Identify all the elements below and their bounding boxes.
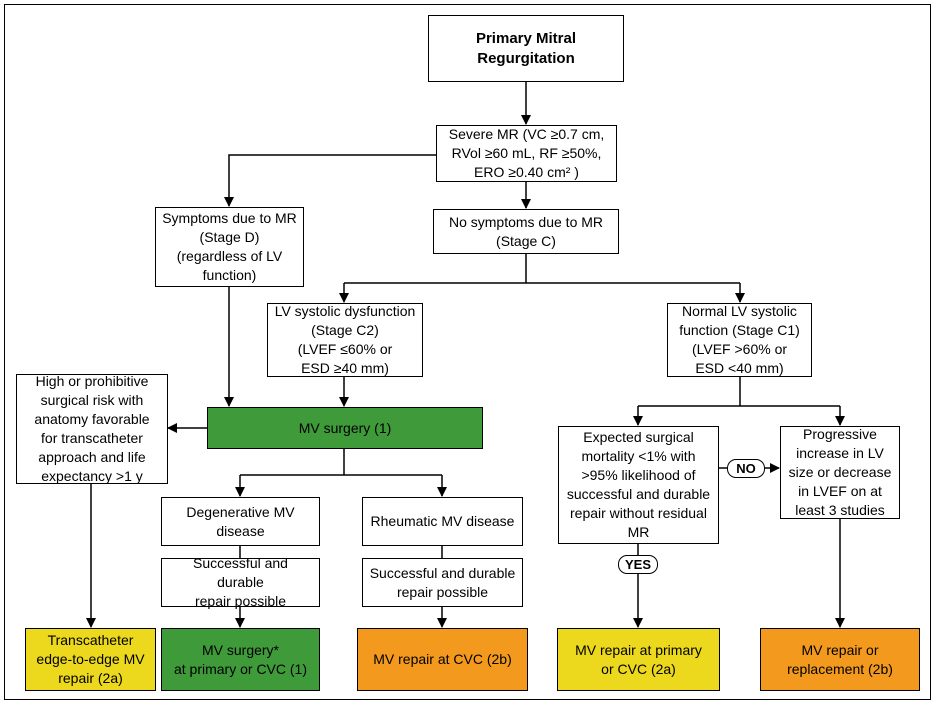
node-mv-surgery-star: MV surgery* at primary or CVC (1) [161,628,320,691]
node-normal-lv: Normal LV systolic function (Stage C1) (… [667,303,812,377]
node-rheumatic: Rheumatic MV disease [362,497,523,546]
node-repair-replace: MV repair or replacement (2b) [760,628,920,691]
node-repair-primary: MV repair at primary or CVC (2a) [557,628,720,691]
node-symptoms: Symptoms due to MR (Stage D) (regardless… [155,207,304,287]
node-primary-mr: Primary Mitral Regurgitation [428,15,624,82]
label-no: NO [727,459,765,478]
edge-severe-symptoms [224,154,436,207]
node-mv-surgery: MV surgery (1) [207,407,483,449]
node-progressive: Progressive increase in LV size or decre… [780,426,900,519]
label-yes: YES [618,555,658,574]
node-expected-mortality: Expected surgical mortality <1% with >95… [558,426,719,544]
node-high-risk: High or prohibitive surgical risk with a… [16,373,168,484]
node-lv-dysfunction: LV systolic dysfunction (Stage C2) (LVEF… [267,303,423,377]
node-repair-cvc: MV repair at CVC (2b) [357,628,528,691]
node-no-symptoms: No symptoms due to MR (Stage C) [433,209,619,254]
node-severe-mr: Severe MR (VC ≥0.7 cm, RVol ≥60 mL, RF ≥… [436,125,617,182]
node-repair-possible-1: Successful and durable repair possible [161,555,320,609]
node-degenerative: Degenerative MV disease [161,497,320,546]
node-teer: Transcatheter edge-to-edge MV repair (2a… [25,628,156,691]
diagram-frame [4,4,931,700]
node-repair-possible-2: Successful and durable repair possible [362,558,523,607]
